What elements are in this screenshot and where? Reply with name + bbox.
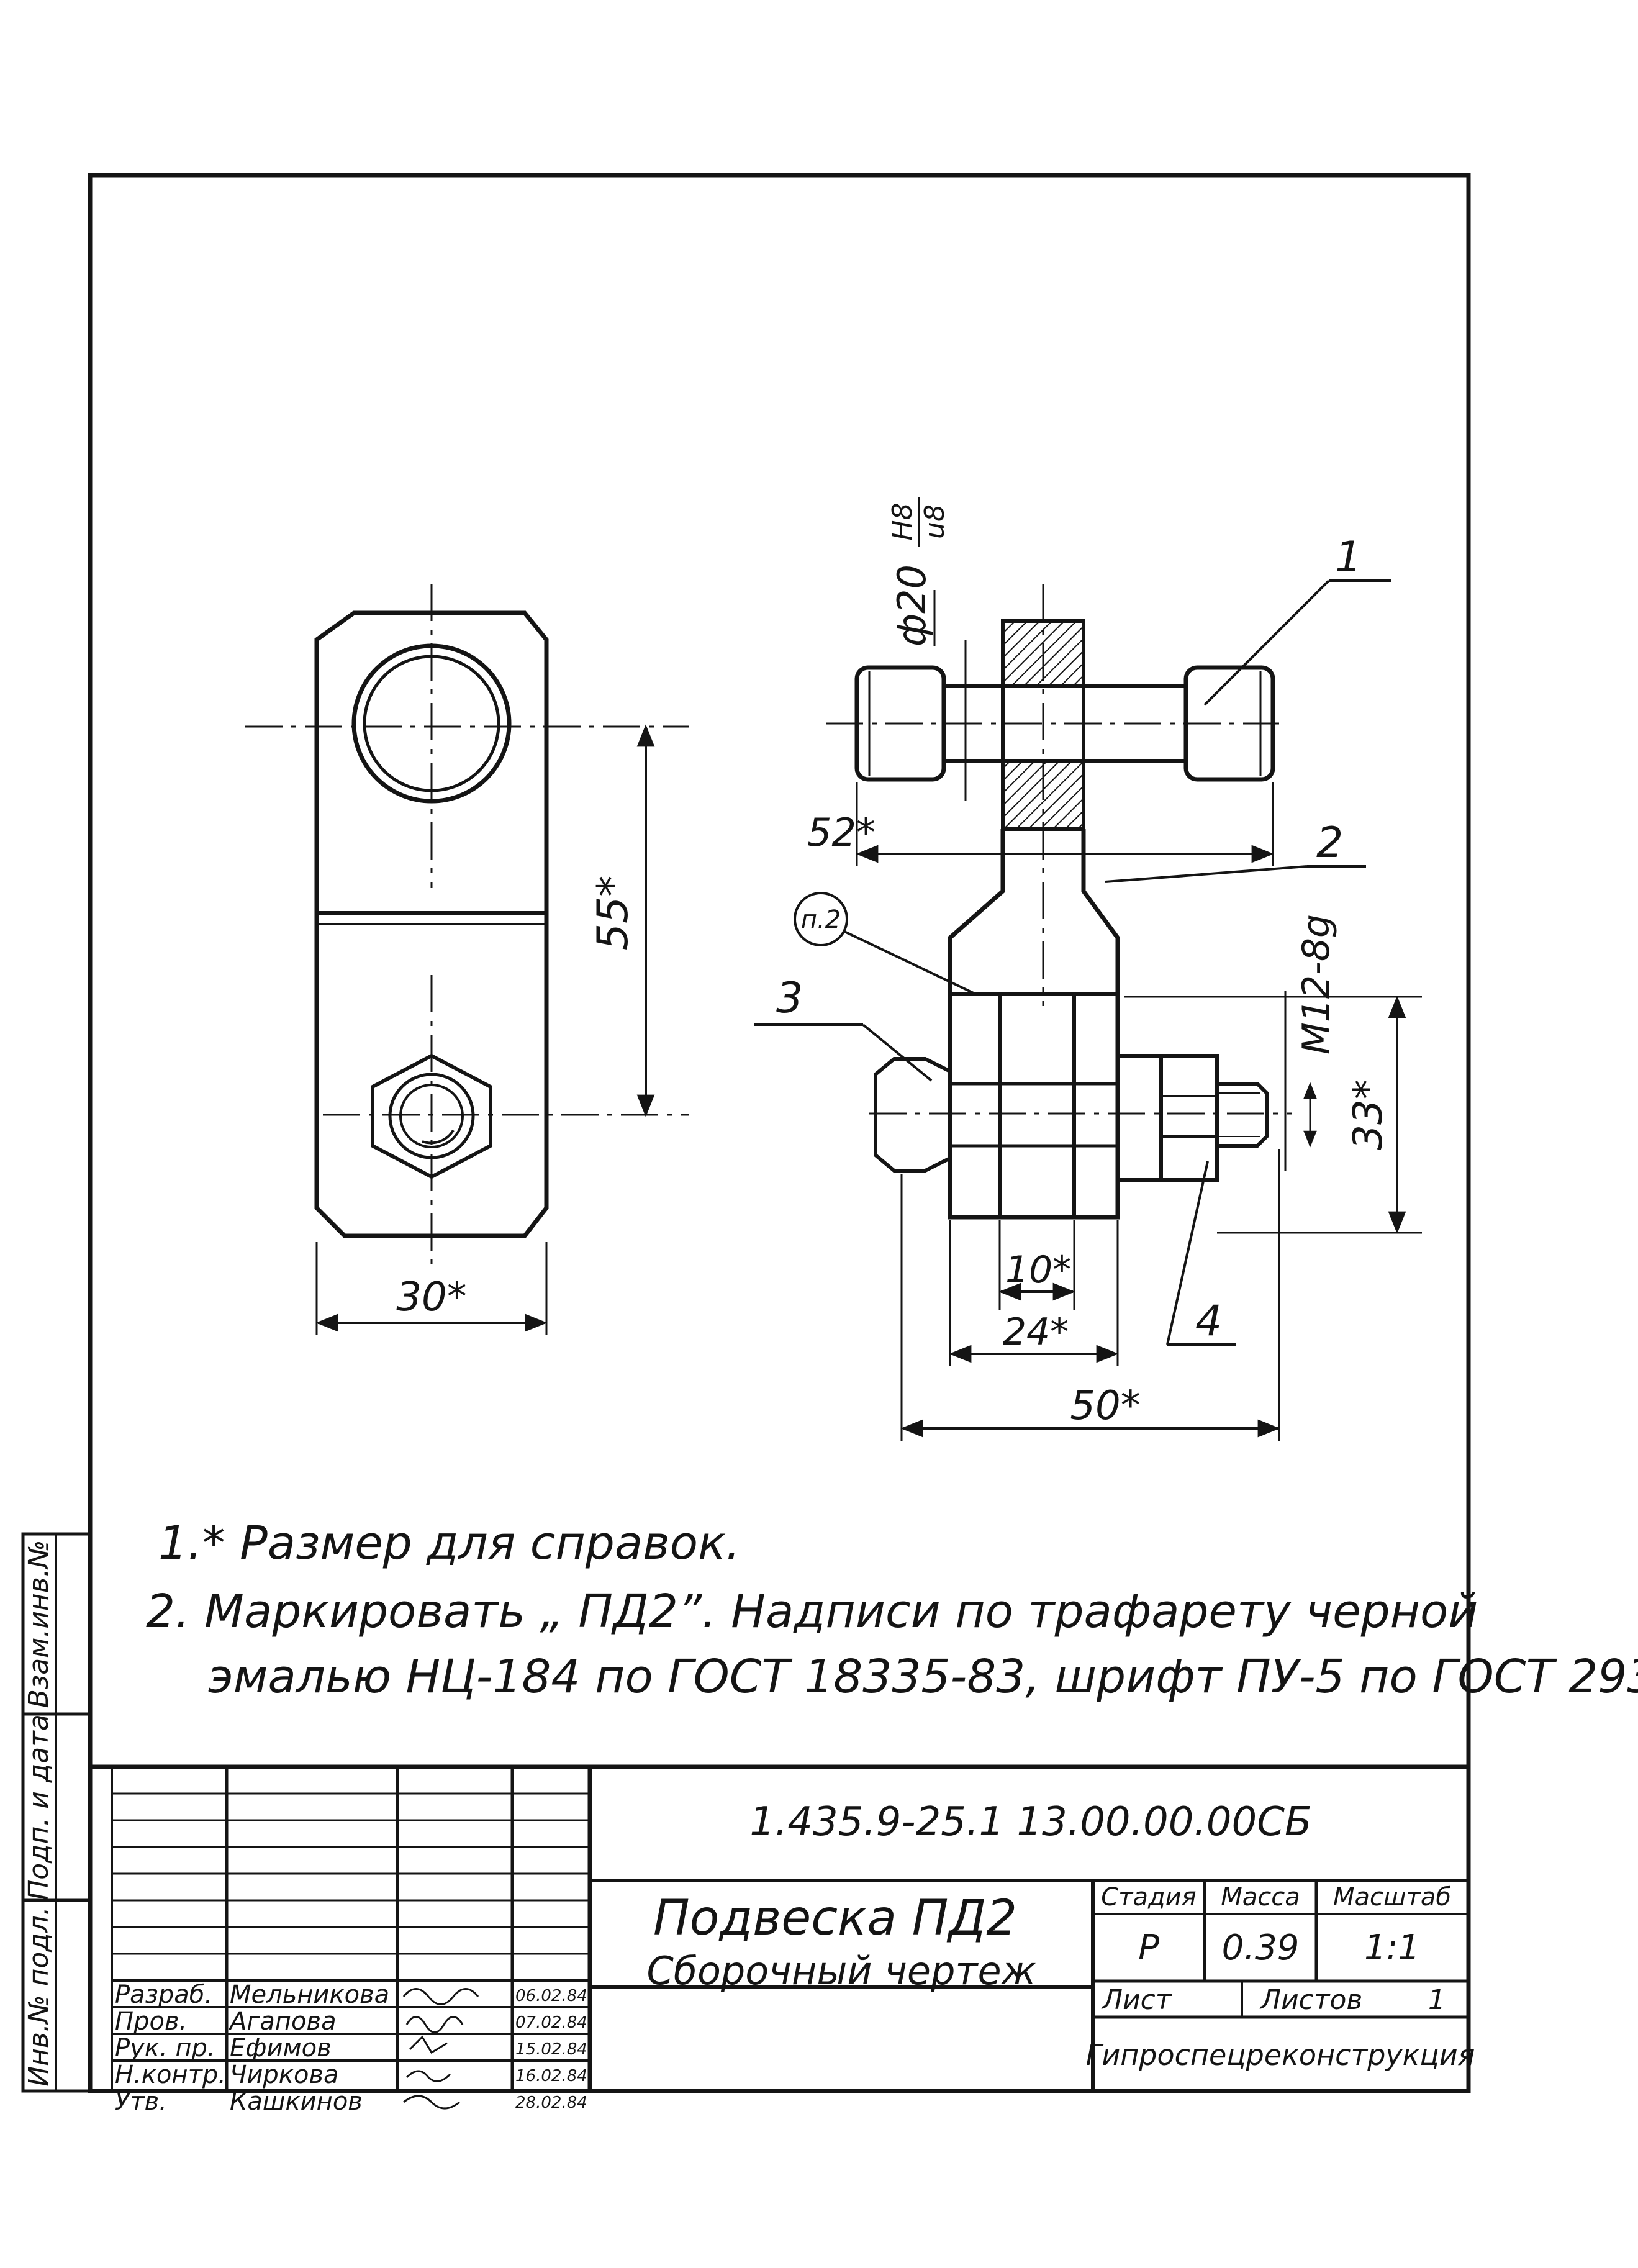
dim-33-label: 33* <box>1346 1079 1391 1150</box>
sheet-frame <box>88 173 1471 2093</box>
dim-30-label: 30* <box>396 1274 466 1320</box>
side-stamp-inv: Инв.№ подл. <box>23 1907 55 2087</box>
signature-mark <box>405 2016 464 2033</box>
note-line-1: 1.* Размер для справок. <box>158 1517 740 1570</box>
sheets-label: Листов <box>1259 1984 1362 2016</box>
sign-date: 06.02.84 <box>515 1987 587 2005</box>
side-stamp: Инв.№ подл. Подп. и дата Взам.инв.№ <box>21 1532 92 2093</box>
sign-date: 16.02.84 <box>515 2067 587 2085</box>
assembly-view <box>826 584 1292 1220</box>
bottom-dimensions: 10* 24* 50* <box>900 1149 1280 1441</box>
side-stamp-replace: Взам.инв.№ <box>23 1540 55 1708</box>
document-type: Сборочный чертеж <box>646 1948 1036 1994</box>
dim-52: 52* <box>807 782 1274 866</box>
person-name: Мельникова <box>230 1980 389 2009</box>
role: Пров. <box>115 2007 187 2036</box>
callout-3: 3 <box>776 974 803 1023</box>
person-name: Кашкинов <box>230 2087 363 2116</box>
signature-mark <box>402 1988 479 2005</box>
sign-date: 15.02.84 <box>515 2040 587 2059</box>
dim-30: 30* <box>315 1242 548 1335</box>
scale-value: 1:1 <box>1364 1928 1420 1968</box>
note-line-2: 2. Маркировать „ ПД2”. Надписи по трафар… <box>146 1585 1478 1638</box>
dim-24-label: 24* <box>1003 1310 1069 1354</box>
fit-shaft: u8 <box>919 504 951 539</box>
thread-label: М12-8g <box>1295 914 1338 1055</box>
callout-1: 1 <box>1335 533 1362 582</box>
sheets-value: 1 <box>1428 1984 1446 2016</box>
signature-row: Разраб. Мельникова 06.02.84 <box>115 1980 587 2009</box>
person-name: Чиркова <box>230 2061 339 2089</box>
note-ref-label: п.2 <box>801 905 841 934</box>
person-name: Агапова <box>228 2007 337 2036</box>
plate-view <box>245 584 689 1267</box>
role: Разраб. <box>115 1980 212 2009</box>
callout-4: 4 <box>1195 1297 1222 1346</box>
thread-dimension: М12-8g <box>1284 914 1338 1171</box>
mass-label: Масса <box>1221 1883 1300 1912</box>
role: Утв. <box>115 2087 167 2116</box>
fit-hole: H8 <box>887 502 918 540</box>
callout-2: 2 <box>1316 819 1343 868</box>
dim-52-label: 52* <box>807 810 876 855</box>
stage-label: Стадия <box>1101 1883 1196 1912</box>
signature-mark <box>405 2070 451 2082</box>
side-stamp-sign-date: Подп. и дата <box>23 1714 55 1900</box>
title-block: 1.435.9-25.1 13.00.00.00СБ Подвеска ПД2 … <box>90 1764 1475 2116</box>
role: Рук. пр. <box>115 2034 215 2062</box>
designation: 1.435.9-25.1 13.00.00.00СБ <box>749 1799 1312 1845</box>
notes-block: 1.* Размер для справок. 2. Маркировать „… <box>146 1517 1638 1703</box>
sign-date: 28.02.84 <box>515 2093 587 2112</box>
fit-callout: ф20 H8 u8 <box>887 497 967 801</box>
signature-row: Н.контр. Чиркова 16.02.84 <box>115 2061 587 2089</box>
role: Н.контр. <box>115 2061 226 2089</box>
scale-label: Масштаб <box>1333 1883 1451 1912</box>
dim-10-label: 10* <box>1005 1248 1071 1292</box>
dim-33: 33* <box>1124 996 1422 1234</box>
note-line-3: эмалью НЦ-184 по ГОСТ 18335-83, шрифт ПУ… <box>208 1650 1638 1703</box>
mass-value: 0.39 <box>1222 1928 1300 1968</box>
sheet-label: Лист <box>1101 1984 1172 2016</box>
dim-55: 55* <box>589 724 655 1117</box>
stage-value: Р <box>1138 1928 1159 1968</box>
callout-leaders: 1 2 3 4 п.2 <box>754 533 1391 1346</box>
sign-date: 07.02.84 <box>515 2013 587 2032</box>
signature-mark <box>403 2095 460 2110</box>
signature-row: Рук. пр. Ефимов 15.02.84 <box>115 2034 587 2062</box>
dim-55-label: 55* <box>589 876 638 951</box>
organization: Гипроспецреконструкция <box>1086 2038 1475 2072</box>
signature-row: Утв. Кашкинов 28.02.84 <box>115 2087 587 2116</box>
fit-diameter: ф20 <box>889 565 934 646</box>
dim-50-label: 50* <box>1070 1383 1140 1429</box>
product-name: Подвеска ПД2 <box>653 1890 1017 1946</box>
person-name: Ефимов <box>230 2034 332 2062</box>
signature-mark <box>409 2035 448 2054</box>
signature-row: Пров. Агапова 07.02.84 <box>115 2007 587 2036</box>
